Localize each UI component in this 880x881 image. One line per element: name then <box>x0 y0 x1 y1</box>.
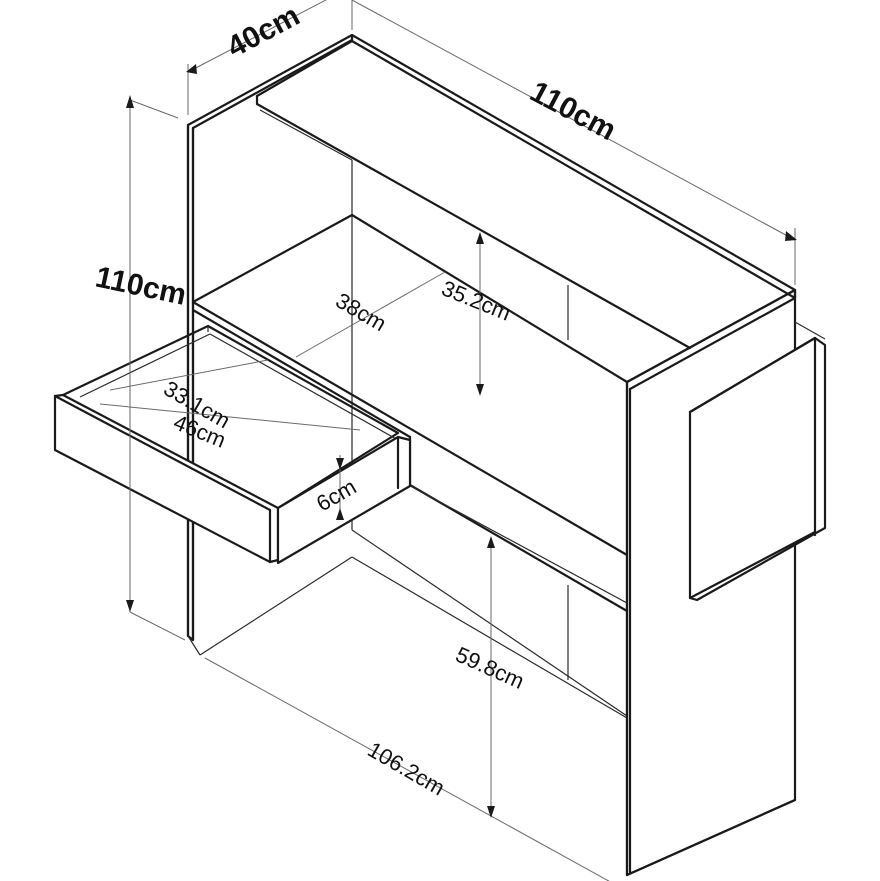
arrow-down <box>476 384 484 396</box>
drawer-box <box>61 324 400 510</box>
middle-shelf <box>191 213 629 384</box>
inner-depth-label: 38cm <box>332 288 391 337</box>
side-panel-pad <box>688 336 827 602</box>
dimension-arrows <box>126 64 797 818</box>
arrow-down <box>126 600 134 612</box>
arrow-up <box>336 508 344 520</box>
arrow-left <box>186 64 197 74</box>
lower-clearance-label: 59.8cm <box>452 642 528 694</box>
arrow-up <box>126 95 134 108</box>
arrow-down <box>336 458 344 470</box>
inner-width-label: 106.2cm <box>364 737 450 801</box>
desk-body <box>186 33 827 877</box>
depth-label: 40cm <box>222 0 305 64</box>
arrow-up <box>487 536 495 548</box>
height-label: 110cm <box>93 261 190 312</box>
arrow-up <box>476 232 484 244</box>
upper-shelf-height-label: 35.2cm <box>438 275 514 325</box>
arrow-right <box>785 231 797 241</box>
dimension-lines <box>99 0 796 881</box>
width-label: 110cm <box>525 75 622 147</box>
dimension-labels: 40cm 110cm 110cm 38cm 35.2cm 33.1cm 46cm… <box>93 0 622 801</box>
arrow-down <box>487 806 495 818</box>
drawer <box>53 324 412 565</box>
top-panel <box>350 33 797 300</box>
drawer-front <box>53 393 280 564</box>
